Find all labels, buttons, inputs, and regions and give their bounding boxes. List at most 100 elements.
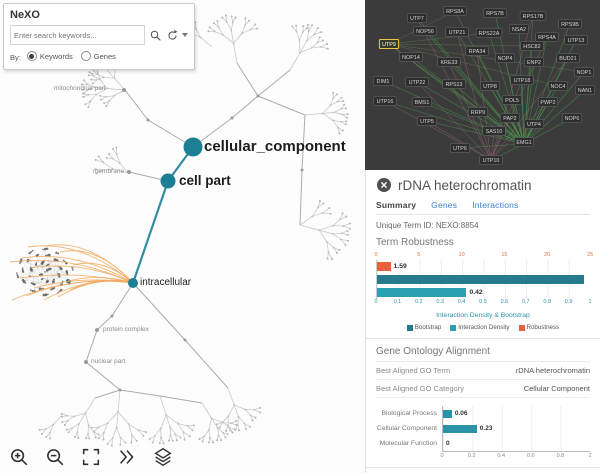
gene-network-canvas[interactable]: UTP7 RPS8A RPS7B RPS17B RPS9B NOP56 UTP21 RPS22…: [365, 0, 600, 170]
svg-text:NOP4: NOP4: [498, 56, 513, 62]
gene-node-utp13[interactable]: UTP13: [565, 36, 588, 45]
radio-icon: [81, 51, 91, 61]
tree-node-label-cell-part[interactable]: cell part: [179, 173, 231, 188]
gene-node-rps7b[interactable]: RPS7B: [484, 9, 507, 18]
gene-node-pwp2[interactable]: PWP2: [538, 98, 557, 107]
fit-view-button[interactable]: [78, 444, 103, 469]
tab-summary[interactable]: Summary: [376, 200, 416, 210]
gene-node-sas10[interactable]: SAS10: [483, 127, 506, 136]
legend-swatch: [450, 325, 456, 331]
gene-node-emg1[interactable]: EMG1: [514, 138, 533, 147]
tree-node-label-cellular-component[interactable]: cellular_component: [204, 138, 346, 155]
gene-node-nsa2[interactable]: NSA2: [509, 25, 528, 34]
tree-node-protein-complex[interactable]: [95, 328, 99, 332]
gene-node-utp5[interactable]: UTP5: [417, 117, 436, 126]
search-mode-keywords[interactable]: Keywords: [27, 51, 73, 61]
tree-node-nuclear-part[interactable]: [84, 360, 88, 364]
search-mode-genes[interactable]: Genes: [81, 51, 116, 61]
bottom-axis-tick: 0.1: [394, 299, 402, 305]
legend-label: Interaction Density: [458, 324, 509, 331]
gene-node-bud21[interactable]: BUD21: [557, 54, 580, 63]
gene-node-rrp9[interactable]: RRP9: [468, 108, 487, 117]
gene-node-utp8[interactable]: UTP8: [480, 82, 499, 91]
search-mode-label: Keywords: [40, 52, 73, 61]
svg-text:UTP16: UTP16: [377, 99, 394, 105]
close-icon: [376, 177, 392, 193]
tree-node-intracellular[interactable]: [128, 278, 138, 288]
bottom-axis-tick: 0.4: [458, 299, 466, 305]
chevron-down-icon[interactable]: [182, 33, 188, 37]
go-alignment-heading: Gene Ontology Alignment: [376, 346, 590, 357]
tree-node-cellular-component[interactable]: [184, 138, 203, 157]
gene-node-rps4a[interactable]: RPS4A: [536, 33, 559, 42]
search-input[interactable]: [10, 25, 145, 45]
gene-node-utp6[interactable]: UTP6: [450, 144, 469, 153]
tree-node-mitochondrial-part[interactable]: [122, 88, 126, 92]
reset-button[interactable]: [165, 28, 179, 42]
tree-node-label-intracellular[interactable]: intracellular: [140, 277, 191, 288]
gene-node-utp10[interactable]: UTP10: [480, 156, 503, 165]
svg-text:NSA2: NSA2: [512, 27, 526, 33]
gene-node-enp2[interactable]: ENP2: [524, 58, 543, 67]
ontology-tree-panel[interactable]: cellular_componentcell part intracellular…: [0, 0, 365, 473]
gene-node-nan1[interactable]: NAN1: [575, 86, 594, 95]
bottom-axis-tick: 0.8: [543, 299, 551, 305]
gene-node-nop6[interactable]: NOP6: [562, 114, 581, 123]
tree-node-membrane[interactable]: [127, 170, 131, 174]
tree-node-label-protein-complex[interactable]: protein complex: [103, 326, 149, 333]
tab-interactions[interactable]: Interactions: [472, 200, 518, 210]
gene-node-kre33[interactable]: KRE33: [438, 58, 461, 67]
zoom-out-button[interactable]: [42, 444, 67, 469]
expand-tree-button[interactable]: [114, 444, 139, 469]
tree-node-label-membrane[interactable]: membrane: [93, 168, 124, 175]
tab-genes[interactable]: Genes: [431, 200, 457, 210]
svg-text:RPS17B: RPS17B: [523, 14, 544, 20]
go-row-value: rDNA heterochromatin: [516, 366, 590, 375]
close-detail-button[interactable]: [376, 177, 392, 193]
gene-node-rps9b[interactable]: RPS9B: [559, 20, 582, 29]
gene-node-pap2[interactable]: PAP2: [500, 114, 519, 123]
gene-node-utp16[interactable]: UTP16: [374, 97, 397, 106]
svg-text:RPS7B: RPS7B: [486, 11, 504, 17]
gene-node-pol5[interactable]: POL5: [502, 96, 521, 105]
gene-node-dim1[interactable]: DIM1: [373, 77, 392, 86]
svg-text:SAS10: SAS10: [486, 129, 503, 135]
gene-node-utp7[interactable]: UTP7: [407, 14, 426, 23]
gene-node-utp22[interactable]: UTP22: [406, 78, 429, 87]
gene-node-rps8a[interactable]: RPS8A: [444, 7, 467, 16]
svg-text:RPA34: RPA34: [469, 49, 486, 55]
svg-text:UTP22: UTP22: [409, 80, 426, 86]
top-axis-tick: 25: [587, 252, 593, 258]
legend-robustness: Robustness: [519, 324, 560, 331]
go-chart-category: Molecular Function: [376, 440, 442, 447]
gene-node-noc4[interactable]: NOC4: [548, 82, 567, 91]
gene-node-utp21[interactable]: UTP21: [446, 28, 469, 37]
gene-node-rps17b[interactable]: RPS17B: [520, 12, 546, 21]
bottom-axis-tick: 0.3: [436, 299, 444, 305]
ontology-tree-canvas[interactable]: [0, 0, 365, 473]
gene-node-utp18[interactable]: UTP18: [511, 76, 534, 85]
gene-node-rps13[interactable]: RPS13: [443, 80, 466, 89]
svg-text:RPS9B: RPS9B: [561, 22, 579, 28]
gene-node-utp9[interactable]: UTP9: [379, 40, 398, 49]
zoom-in-button[interactable]: [6, 444, 31, 469]
tree-node-label-nuclear-part[interactable]: nuclear part: [91, 358, 125, 365]
gene-node-hsc82[interactable]: HSC82: [521, 42, 544, 51]
gene-node-rps22a[interactable]: RPS22A: [476, 29, 502, 38]
bar-value-label: 1.59: [394, 263, 407, 270]
gene-node-utp4[interactable]: UTP4: [524, 120, 543, 129]
gene-node-nop14[interactable]: NOP14: [400, 53, 423, 62]
tree-node-label-mitochondrial-part[interactable]: mitochondrial part: [54, 85, 106, 92]
search-button[interactable]: [148, 28, 162, 42]
search-icon: [149, 29, 162, 42]
go-chart-value: 0: [446, 440, 450, 447]
svg-text:UTP7: UTP7: [410, 16, 424, 22]
layers-button[interactable]: [150, 444, 175, 469]
gene-node-rpa34[interactable]: RPA34: [466, 47, 489, 56]
gene-node-nop1[interactable]: NOP1: [574, 68, 593, 77]
gene-node-bms1[interactable]: BMS1: [412, 98, 431, 107]
gene-node-nop56[interactable]: NOP56: [414, 27, 437, 36]
tree-node-cell-part[interactable]: [161, 174, 176, 189]
gene-node-nop4[interactable]: NOP4: [495, 54, 514, 63]
